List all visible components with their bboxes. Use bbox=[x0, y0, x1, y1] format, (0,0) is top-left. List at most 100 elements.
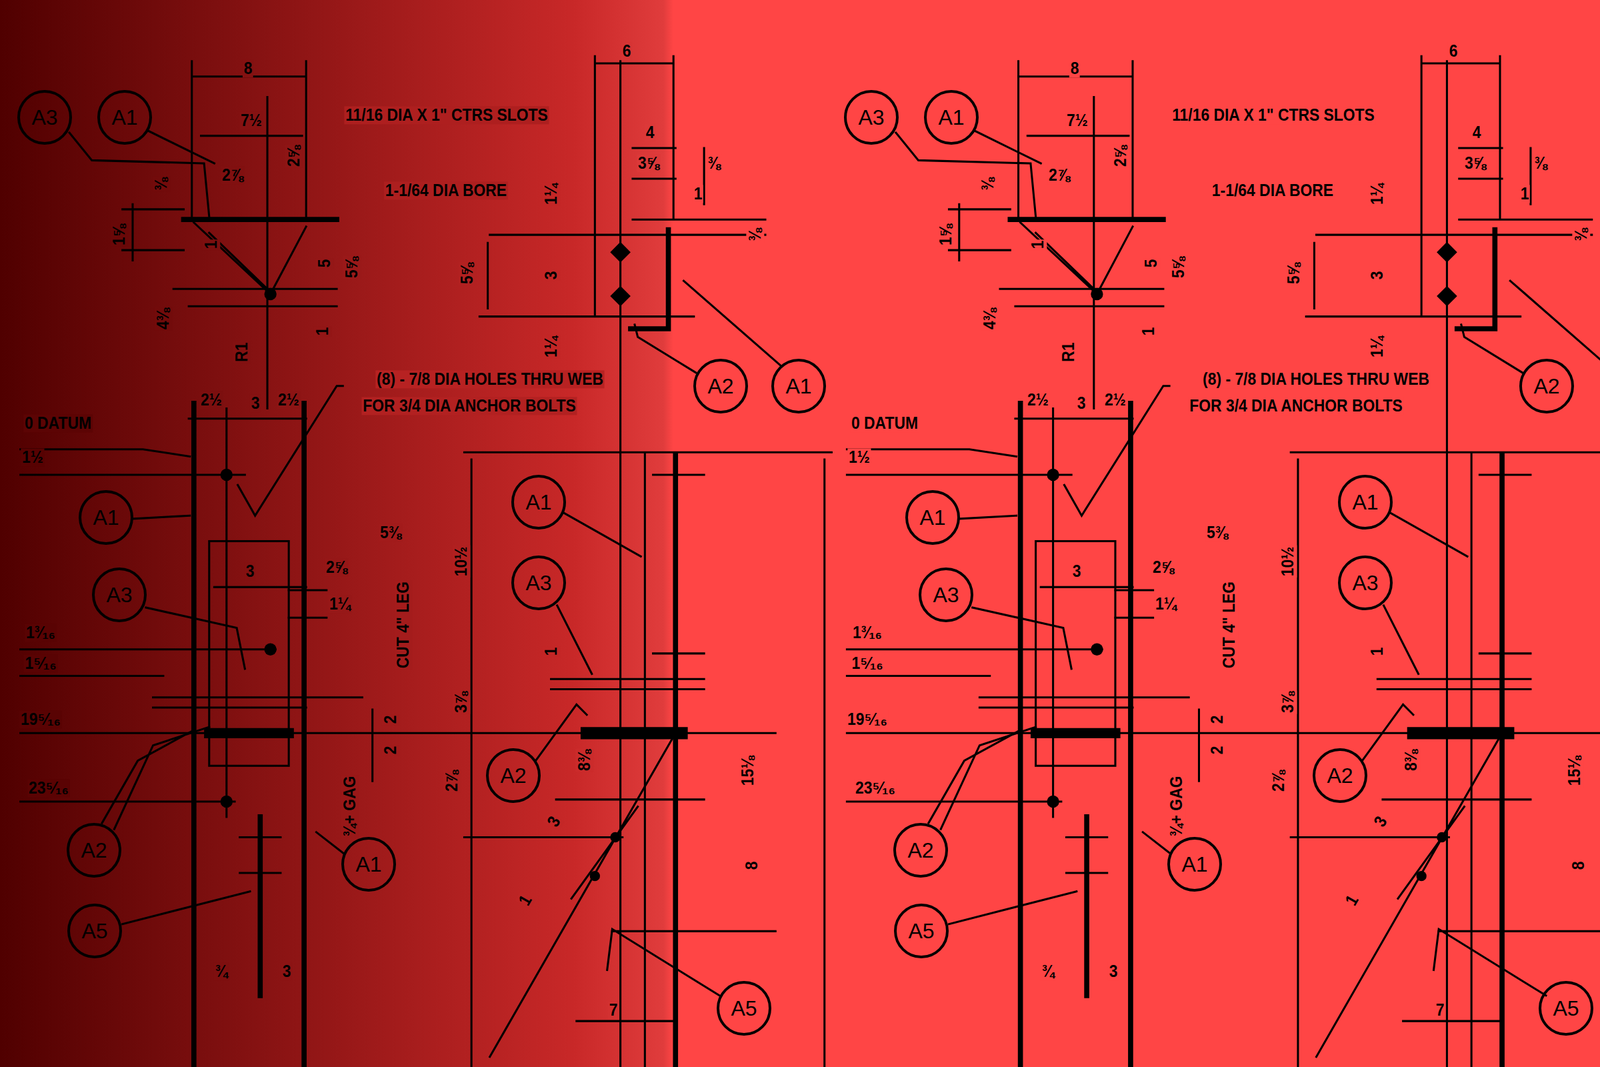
dimension-label: 10½ bbox=[1278, 545, 1297, 578]
callout-number: A3 bbox=[106, 582, 132, 608]
dimension-label: 2 bbox=[1208, 744, 1226, 756]
callout-circle: A2 bbox=[893, 822, 948, 878]
dimension-label: 1½ bbox=[847, 448, 871, 466]
dimension-label: 2½ bbox=[1103, 390, 1127, 409]
callout-circle: A3 bbox=[844, 90, 899, 145]
callout-number: A1 bbox=[525, 490, 552, 515]
dimension-label: 3 bbox=[281, 962, 292, 980]
dimension-label: 2⅞ bbox=[1047, 166, 1071, 184]
dimension-label: 7 bbox=[1434, 1000, 1446, 1019]
dimension-label: 15⅛ bbox=[1565, 754, 1584, 787]
dimension-label: CUT 4" LEG bbox=[1220, 580, 1238, 670]
dimension-label: 3⅞ bbox=[1278, 690, 1297, 714]
callout-number: A1 bbox=[938, 105, 964, 130]
dimension-label: 1 bbox=[514, 890, 536, 910]
callout-circle: A2 bbox=[1519, 358, 1574, 414]
callout-number: A1 bbox=[1181, 852, 1208, 877]
dimension-label: 5⅝ bbox=[458, 261, 476, 285]
callout-circle: A1 bbox=[771, 358, 826, 414]
callout-number: A1 bbox=[1352, 490, 1378, 515]
dimension-label: 10½ bbox=[452, 545, 470, 578]
callout-number: A5 bbox=[1552, 996, 1579, 1021]
callout-number: A1 bbox=[919, 505, 946, 530]
callout-number: A5 bbox=[81, 918, 108, 944]
dimension-label: 7½ bbox=[239, 111, 263, 130]
dimension-label: 3 bbox=[1108, 962, 1119, 980]
dimension-label: 3⅝ bbox=[636, 154, 660, 172]
dimension-label: 2 bbox=[381, 744, 400, 756]
dimension-label: ⅜ bbox=[1572, 227, 1590, 243]
dimension-label: ⅜ bbox=[152, 176, 170, 192]
dimension-label: ⅜ bbox=[978, 176, 997, 192]
dimension-label: 1¼ bbox=[1368, 334, 1386, 358]
dimension-label: 3 bbox=[1368, 270, 1386, 281]
dimension-label: 23⁵⁄₁₆ bbox=[27, 778, 70, 797]
callout-number: A1 bbox=[111, 105, 138, 130]
dimension-label: 1¼ bbox=[542, 334, 560, 358]
dimension-label: 1-1/64 DIA BORE bbox=[384, 181, 508, 200]
dimension-label: ¾ bbox=[1040, 962, 1056, 980]
dimension-label: 3 bbox=[543, 812, 565, 831]
dimension-label: 1¼ bbox=[1154, 594, 1178, 613]
dimension-label: 2⅝ bbox=[324, 558, 348, 576]
callout-circle: A2 bbox=[66, 822, 122, 878]
callout-circle: A2 bbox=[693, 358, 748, 414]
dimension-label: 4⅜ bbox=[154, 306, 172, 330]
callout-number: A3 bbox=[31, 105, 58, 130]
dimension-label: 11/16 DIA X 1" CTRS SLOTS bbox=[344, 106, 549, 124]
dimension-label: 6 bbox=[1448, 42, 1459, 60]
callout-circle: A3 bbox=[92, 567, 147, 622]
callout-circle: A3 bbox=[918, 567, 974, 622]
dimension-label: ¾ bbox=[214, 962, 230, 980]
dimension-label: R1 bbox=[232, 341, 251, 364]
dimension-label: 1³⁄₁₆ bbox=[24, 623, 57, 642]
callout-number: A2 bbox=[80, 838, 107, 863]
callout-number: A1 bbox=[355, 852, 382, 877]
callout-number: A3 bbox=[1352, 570, 1378, 596]
dimension-label: 2½ bbox=[199, 390, 223, 409]
callout-circle: A2 bbox=[1312, 748, 1368, 803]
dimension-label: 1 bbox=[1519, 184, 1530, 203]
dimension-label: 1¼ bbox=[1368, 182, 1386, 206]
dimension-label: 3 bbox=[1370, 812, 1392, 831]
callout-circle: A5 bbox=[716, 980, 772, 1036]
callout-number: A5 bbox=[730, 996, 757, 1021]
callout-number: A3 bbox=[932, 582, 959, 608]
callout-circle: A5 bbox=[894, 903, 949, 958]
dimension-label: CUT 4" LEG bbox=[394, 580, 412, 670]
dimension-label: 1 bbox=[692, 184, 704, 203]
callout-number: A1 bbox=[785, 374, 812, 399]
dimension-label: 1 bbox=[313, 326, 332, 337]
dimension-label: 1⅝ bbox=[936, 222, 955, 246]
dimension-label: 8⅜ bbox=[575, 748, 594, 772]
callout-number: A1 bbox=[92, 505, 119, 530]
dimension-label: 2⅞ bbox=[220, 166, 244, 184]
dimension-label: 1⁵⁄₁₆ bbox=[850, 654, 885, 672]
callout-number: A5 bbox=[908, 918, 934, 944]
dimension-label: ⅜ bbox=[746, 227, 764, 243]
dimension-label: 11/16 DIA X 1" CTRS SLOTS bbox=[1170, 106, 1376, 124]
callout-number: A2 bbox=[1326, 763, 1353, 788]
callout-number: A2 bbox=[1533, 374, 1560, 399]
dimension-label: 1 bbox=[1341, 890, 1363, 910]
callout-circle: A3 bbox=[511, 555, 566, 610]
dimension-label: ⅜ bbox=[706, 154, 722, 172]
dimension-label: FOR 3/4 DIA ANCHOR BOLTS bbox=[361, 396, 577, 415]
dimension-label: 15⅛ bbox=[738, 754, 757, 787]
dimension-label: 3⅝ bbox=[1463, 154, 1487, 172]
dimension-label: 3 bbox=[1076, 394, 1087, 412]
dimension-label: 23⁵⁄₁₆ bbox=[854, 778, 896, 797]
callout-circle: A1 bbox=[1167, 836, 1222, 892]
dimension-label: 1 bbox=[1139, 326, 1158, 337]
callout-circle: A2 bbox=[486, 748, 541, 803]
callout-circle: A1 bbox=[1338, 474, 1393, 530]
dimension-label: 2⅝ bbox=[1151, 558, 1175, 576]
dimension-label: 0 DATUM bbox=[23, 414, 93, 432]
dimension-label: 2½ bbox=[276, 390, 300, 409]
callout-circle: A3 bbox=[17, 90, 72, 145]
dimension-label: FOR 3/4 DIA ANCHOR BOLTS bbox=[1188, 396, 1404, 415]
dimension-label: 3 bbox=[250, 394, 261, 412]
dimension-label: 1½ bbox=[20, 448, 44, 466]
